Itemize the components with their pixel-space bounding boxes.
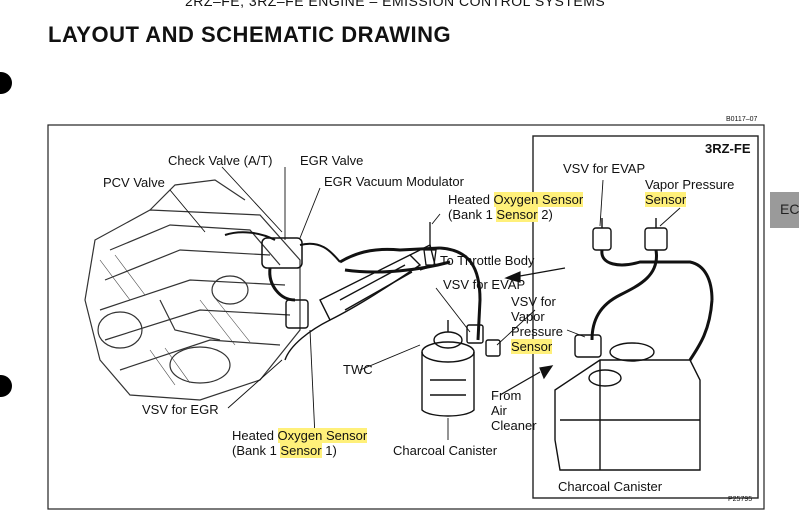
label-vsv-for-evap-main: VSV for EVAP <box>443 277 526 292</box>
figure-frame <box>47 124 765 510</box>
arrow-from-air-cleaner <box>499 365 554 396</box>
oxygen-sensor-2 <box>423 222 437 266</box>
engine-block <box>84 179 301 401</box>
label-charcoal-canister-main: Charcoal Canister <box>393 443 498 458</box>
binder-hole-top <box>0 72 12 94</box>
inset-frame-3rz-fe <box>532 135 759 499</box>
label-check-valve: Check Valve (A/T) <box>168 153 273 168</box>
engine-shading <box>99 254 251 386</box>
label-from-air-cleaner: From Air Cleaner <box>491 388 537 433</box>
section-tab-label: EC <box>780 201 799 217</box>
inset-title: 3RZ-FE <box>705 141 751 156</box>
charcoal-canister-main <box>421 320 475 417</box>
label-vapor-pressure-sensor-inset: Vapor Pressure Sensor <box>645 177 735 207</box>
running-header: 2RZ–FE, 3RZ–FE ENGINE – EMISSION CONTROL… <box>185 0 606 9</box>
arrow-to-throttle-body <box>504 267 566 283</box>
binder-hole-bottom <box>0 375 12 397</box>
inset-hoses <box>590 249 714 361</box>
label-egr-valve: EGR Valve <box>300 153 364 168</box>
page-title: LAYOUT AND SCHEMATIC DRAWING <box>48 22 452 47</box>
egr-components <box>224 231 341 329</box>
figure-code-top: B0117–07 <box>726 116 758 123</box>
leader-lines <box>169 166 681 440</box>
label-twc: TWC <box>343 362 373 377</box>
figure-code-bottom: P25795 <box>728 496 753 503</box>
inset-charcoal-canister <box>554 334 701 471</box>
inset-vsv-evap <box>592 218 612 251</box>
vsv-main <box>466 324 501 357</box>
label-charcoal-canister-inset: Charcoal Canister <box>558 479 663 494</box>
label-vsv-for-egr: VSV for EGR <box>142 402 219 417</box>
label-heated-oxygen-sensor-2: Heated Oxygen Sensor (Bank 1 Sensor 2) <box>448 192 584 222</box>
section-tab[interactable]: EC <box>770 192 799 228</box>
label-heated-oxygen-sensor-1: Heated Oxygen Sensor (Bank 1 Sensor 1) <box>232 428 368 458</box>
label-vsv-for-evap-inset: VSV for EVAP <box>563 161 646 176</box>
label-to-throttle-body: To Throttle Body <box>440 253 535 268</box>
vacuum-hoses <box>339 246 482 341</box>
label-pcv-valve: PCV Valve <box>103 175 165 190</box>
label-egr-vacuum-modulator: EGR Vacuum Modulator <box>324 174 464 189</box>
label-vsv-vapor-pressure-sensor: VSV for Vapor Pressure Sensor <box>511 294 564 354</box>
